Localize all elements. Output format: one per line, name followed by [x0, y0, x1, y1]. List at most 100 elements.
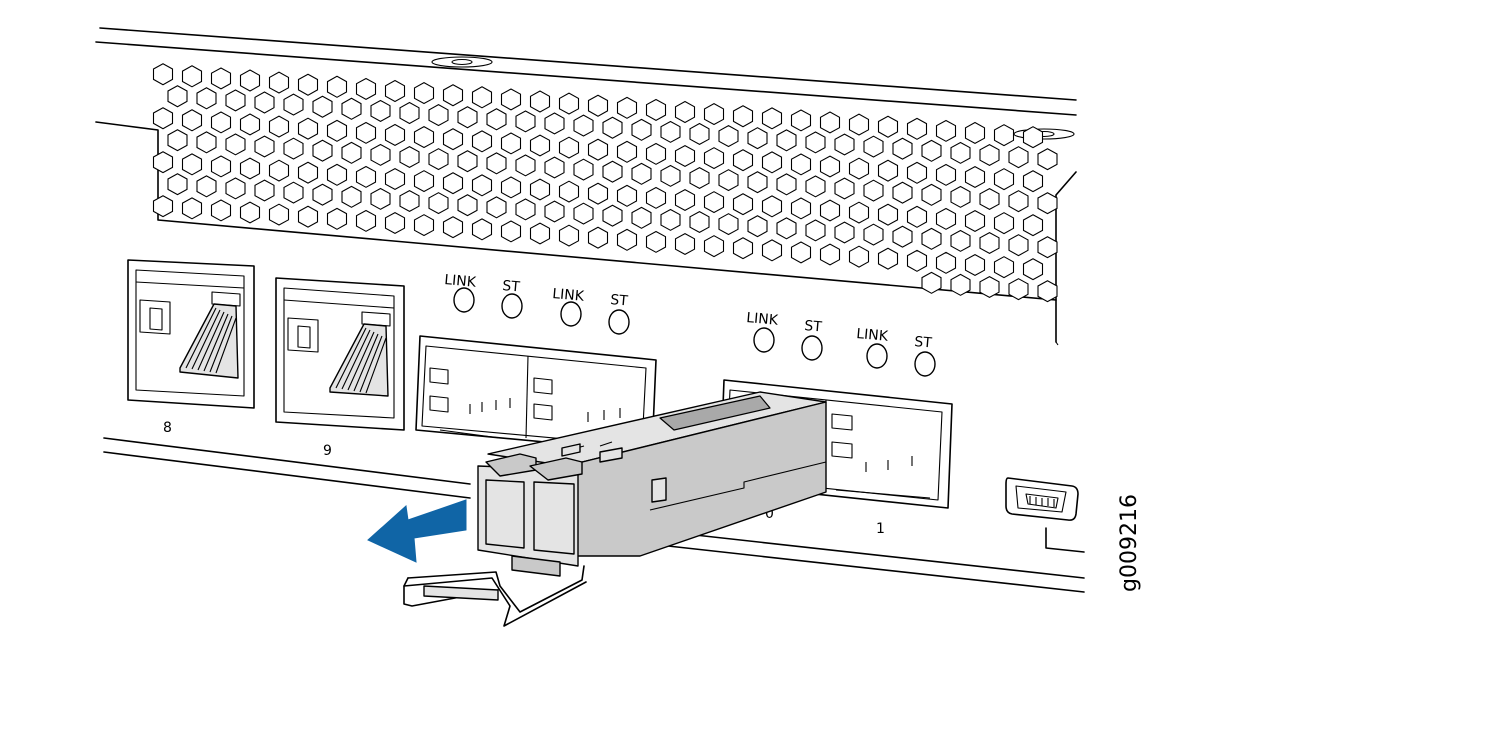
vent-hex — [979, 231, 1000, 255]
vent-hex — [616, 184, 638, 207]
vent-hex — [616, 228, 638, 251]
vent-hex — [239, 157, 261, 180]
vent-hex — [384, 211, 406, 235]
vent-hex — [993, 212, 1015, 235]
vent-hex — [152, 195, 174, 218]
vent-hex — [660, 164, 681, 187]
vent-hex — [718, 169, 739, 192]
vent-hex — [326, 163, 348, 186]
vent-hex — [384, 167, 406, 191]
sfp-transceiver[interactable] — [403, 391, 827, 627]
vent-hex — [747, 215, 768, 238]
vent-hex — [718, 213, 739, 236]
led-st-4 — [914, 351, 936, 377]
vent-hex — [167, 173, 188, 196]
vent-hex — [645, 186, 667, 209]
vent-hex — [500, 176, 522, 199]
vent-hex — [819, 155, 841, 178]
vent-hex — [297, 117, 319, 140]
vent-hex — [761, 151, 783, 174]
vent-hex — [979, 143, 1000, 167]
vent-hex — [718, 124, 739, 148]
vent-hex — [1037, 280, 1058, 303]
vent-hex — [326, 75, 348, 98]
vent-hex — [558, 92, 580, 115]
vent-hex — [181, 197, 203, 220]
vent-hex — [399, 145, 420, 169]
vent-hex — [167, 129, 188, 152]
vent-hex — [1008, 190, 1029, 213]
led-link-1 — [453, 287, 475, 313]
vent-hex — [370, 187, 391, 210]
vent-hex — [732, 105, 754, 128]
vent-hex — [152, 63, 174, 86]
port-label-0: 0 — [765, 506, 774, 522]
vent-hex — [399, 101, 420, 125]
vent-hex — [834, 133, 855, 156]
vent-hex — [1008, 146, 1029, 169]
vent-hex — [935, 119, 957, 142]
vent-hex — [645, 230, 667, 253]
vent-hex — [993, 124, 1015, 147]
vent-hex — [747, 127, 768, 150]
led-label: ST — [610, 292, 629, 309]
vent-hex — [964, 121, 986, 145]
vent-hex — [312, 95, 333, 118]
vent-hex — [631, 118, 652, 141]
vent-hex — [1037, 236, 1058, 259]
vent-hex — [761, 239, 783, 262]
vent-hex — [254, 135, 275, 158]
vent-hex — [935, 251, 957, 274]
vent-hex — [225, 133, 246, 156]
vent-hex — [442, 84, 464, 107]
vent-hex — [631, 206, 652, 229]
vent-hex — [703, 235, 725, 258]
vent-hex — [181, 65, 203, 88]
vent-hex — [732, 149, 754, 172]
vent-hex — [370, 99, 391, 123]
vent-hex — [921, 183, 942, 206]
port-label-9: 9 — [323, 443, 332, 459]
vent-hex — [573, 158, 594, 181]
vent-hex — [877, 115, 899, 138]
vent-hex — [863, 223, 884, 246]
vent-hex — [268, 159, 290, 182]
vent-hex — [906, 117, 928, 140]
led-link-4 — [866, 343, 888, 369]
vent-hex — [776, 217, 797, 240]
led-link-2 — [560, 301, 582, 327]
vent-hex — [558, 224, 580, 247]
figure-id: g009216 — [1117, 494, 1142, 592]
vent-hex — [892, 225, 913, 248]
vent-hex — [573, 202, 594, 225]
vent-hex — [906, 205, 928, 228]
vent-hex — [297, 73, 319, 96]
vent-hex — [616, 140, 638, 163]
vent-hex — [660, 208, 681, 231]
rj45-port-8[interactable] — [127, 259, 255, 409]
vent-hex — [471, 174, 493, 197]
vent-hex — [819, 111, 841, 134]
vent-hex — [732, 193, 754, 216]
vent-hex — [268, 203, 290, 226]
vent-hex — [587, 182, 609, 205]
vent-hex — [935, 207, 957, 230]
vent-hex — [297, 161, 319, 184]
vent-hex — [790, 197, 812, 220]
vent-hex — [848, 201, 870, 224]
vent-hex — [283, 137, 304, 160]
vent-hex — [761, 107, 783, 130]
led-label: LINK — [856, 326, 890, 345]
vent-hex — [877, 247, 899, 270]
vent-hex — [413, 81, 435, 105]
led-label: LINK — [552, 286, 586, 305]
rj45-port-9[interactable] — [275, 277, 405, 431]
led-link-3 — [753, 327, 775, 353]
vent-hex — [355, 77, 377, 101]
vent-hex — [790, 153, 812, 176]
vent-hex — [341, 97, 362, 120]
vent-hex — [674, 188, 696, 212]
vent-hex — [790, 241, 812, 264]
vent-hex — [906, 249, 928, 272]
